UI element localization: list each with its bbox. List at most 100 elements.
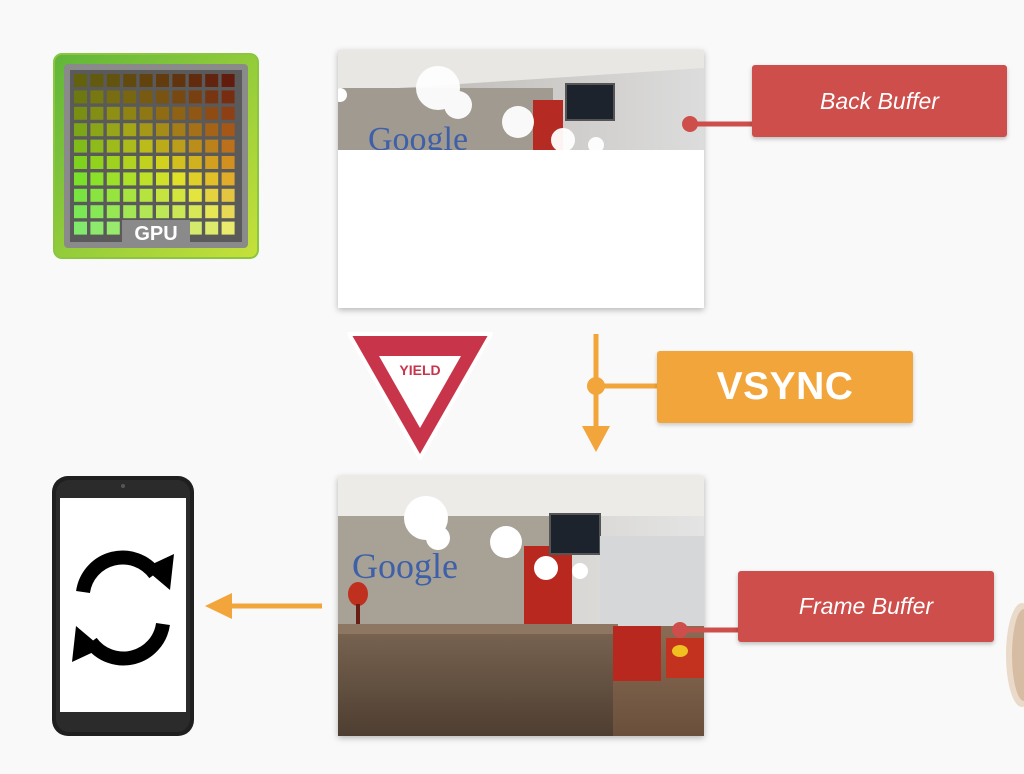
gpu-core-cell bbox=[205, 188, 219, 202]
gpu-core-cell bbox=[139, 106, 153, 120]
gpu-core-cell bbox=[123, 156, 137, 169]
gpu-core-cell bbox=[221, 172, 235, 186]
gpu-core-cell bbox=[172, 172, 186, 186]
gpu-core-cell bbox=[123, 106, 137, 120]
gpu-core-cell bbox=[106, 172, 120, 186]
gpu-core-cell bbox=[156, 106, 169, 120]
gpu-core-cell bbox=[139, 205, 153, 219]
gpu-core-cell bbox=[172, 156, 186, 169]
gpu-core-cell bbox=[123, 188, 137, 202]
gpu-core-cell bbox=[221, 221, 235, 235]
yield-sign-icon: YIELD bbox=[347, 332, 493, 460]
gpu-core-cell bbox=[205, 172, 219, 186]
gpu-core-cell bbox=[188, 221, 202, 235]
gpu-core-cell bbox=[205, 106, 219, 120]
gpu-core-cell bbox=[90, 156, 104, 169]
gpu-core-cell bbox=[74, 172, 87, 186]
gpu-core-cell bbox=[172, 139, 186, 153]
gpu-core-cell bbox=[90, 205, 104, 219]
gpu-core-cell bbox=[172, 123, 186, 137]
gpu-core-cell bbox=[139, 188, 153, 202]
yield-sign-text: YIELD bbox=[399, 362, 440, 378]
gpu-core-cell bbox=[106, 139, 120, 153]
vsync-label: VSYNC bbox=[657, 351, 913, 423]
gpu-core-cell bbox=[172, 205, 186, 219]
gpu-core-cell bbox=[221, 205, 235, 219]
frame-buffer-label: Frame Buffer bbox=[738, 571, 994, 642]
gpu-core-cell bbox=[172, 74, 186, 87]
gpu-core-cell bbox=[90, 123, 104, 137]
gpu-core-cell bbox=[156, 139, 169, 153]
gpu-core-cell bbox=[123, 74, 137, 87]
gpu-core-cell bbox=[74, 90, 87, 104]
gpu-core-cell bbox=[139, 74, 153, 87]
gpu-core-cell bbox=[188, 188, 202, 202]
back-buffer-label: Back Buffer bbox=[752, 65, 1007, 137]
gpu-core-cell bbox=[90, 221, 104, 235]
gpu-core-cell bbox=[74, 106, 87, 120]
frame-buffer-logo-text: Google bbox=[352, 546, 458, 586]
gpu-core-cell bbox=[90, 106, 104, 120]
gpu-core-cell bbox=[74, 188, 87, 202]
phone-refresh-icon bbox=[52, 476, 194, 736]
gpu-core-cell bbox=[221, 106, 235, 120]
gpu-core-cell bbox=[74, 156, 87, 169]
gpu-core-cell bbox=[74, 139, 87, 153]
gpu-core-cell bbox=[221, 74, 235, 87]
gpu-core-cell bbox=[123, 139, 137, 153]
gpu-core-cell bbox=[172, 90, 186, 104]
gpu-core-cell bbox=[205, 156, 219, 169]
gpu-core-cell bbox=[205, 221, 219, 235]
gpu-core-cell bbox=[156, 74, 169, 87]
gpu-core-cell bbox=[139, 90, 153, 104]
gpu-core-cell bbox=[156, 205, 169, 219]
gpu-core-cell bbox=[106, 90, 120, 104]
gpu-core-cell bbox=[188, 172, 202, 186]
gpu-core-cell bbox=[74, 221, 87, 235]
gpu-core-cell bbox=[90, 90, 104, 104]
gpu-core-cell bbox=[172, 188, 186, 202]
gpu-core-cell bbox=[188, 139, 202, 153]
gpu-core-cell bbox=[106, 221, 120, 235]
gpu-core-cell bbox=[156, 90, 169, 104]
gpu-core-cell bbox=[123, 90, 137, 104]
gpu-core-cell bbox=[205, 139, 219, 153]
gpu-core-cell bbox=[156, 123, 169, 137]
gpu-core-cell bbox=[106, 74, 120, 87]
gpu-chip-icon: GPU bbox=[53, 53, 259, 259]
gpu-core-cell bbox=[188, 123, 202, 137]
gpu-core-cell bbox=[221, 156, 235, 169]
gpu-core-cell bbox=[205, 74, 219, 87]
gpu-core-cell bbox=[106, 188, 120, 202]
gpu-core-cell bbox=[172, 106, 186, 120]
back-buffer-image: Google bbox=[338, 50, 704, 308]
gpu-core-cell bbox=[188, 74, 202, 87]
gpu-core-cell bbox=[156, 156, 169, 169]
gpu-core-cell bbox=[90, 172, 104, 186]
gpu-core-cell bbox=[139, 139, 153, 153]
gpu-core-cell bbox=[156, 172, 169, 186]
gpu-core-cell bbox=[74, 74, 87, 87]
gpu-core-cell bbox=[106, 205, 120, 219]
gpu-core-cell bbox=[221, 123, 235, 137]
gpu-core-cell bbox=[188, 156, 202, 169]
gpu-core-cell bbox=[74, 205, 87, 219]
gpu-core-cell bbox=[205, 90, 219, 104]
gpu-chip-label: GPU bbox=[134, 223, 177, 245]
gpu-core-cell bbox=[106, 106, 120, 120]
gpu-core-cell bbox=[123, 172, 137, 186]
gpu-core-cell bbox=[74, 123, 87, 137]
gpu-core-cell bbox=[123, 205, 137, 219]
gpu-core-cell bbox=[156, 188, 169, 202]
gpu-core-cell bbox=[106, 123, 120, 137]
frame-to-display-arrow bbox=[205, 593, 322, 619]
gpu-core-cell bbox=[90, 139, 104, 153]
gpu-core-cell bbox=[139, 156, 153, 169]
gpu-core-cell bbox=[188, 205, 202, 219]
gpu-core-cell bbox=[90, 74, 104, 87]
vsync-arrow bbox=[582, 334, 657, 452]
gpu-core-cell bbox=[205, 123, 219, 137]
gpu-core-cell bbox=[139, 123, 153, 137]
partial-edge-graphic bbox=[1006, 603, 1024, 707]
gpu-core-cell bbox=[205, 205, 219, 219]
